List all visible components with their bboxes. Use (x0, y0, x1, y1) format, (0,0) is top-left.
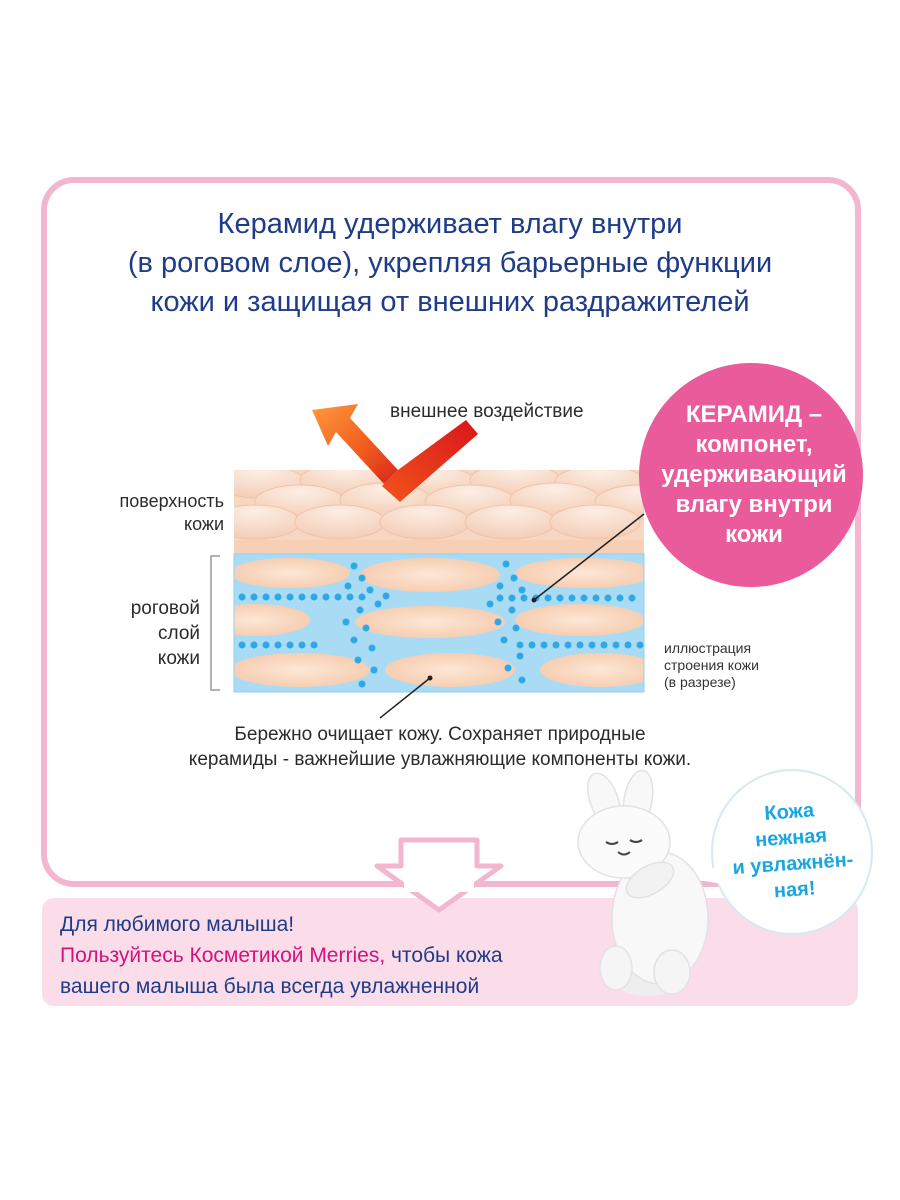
bunny-mascot (577, 769, 709, 996)
external-impact-label: внешнее воздействие (390, 401, 584, 422)
horny-layer-cells (234, 558, 644, 687)
bottom-line-1: Для любимого малыша! (60, 913, 295, 936)
ceramide-badge (639, 363, 863, 587)
illustration-note-line-3: (в разрезе) (664, 674, 736, 690)
caption: Бережно очищает кожу. Сохраняет природны… (130, 722, 750, 772)
speech-bubble (698, 769, 873, 935)
headline-line-1: Керамид удерживает влагу внутри (217, 208, 683, 240)
horny-layer-label-line-3: кожи (157, 648, 200, 669)
ceramide-badge-line-1: КЕРАМИД – (685, 401, 823, 428)
bottom-line-2-rest: чтобы кожа (385, 944, 503, 967)
headline: Керамид удерживает влагу внутри (в рогов… (60, 205, 840, 322)
skin-surface-label-line-2: кожи (184, 514, 224, 534)
ceramide-dots (238, 560, 644, 688)
illustration-note: иллюстрация строения кожи (в разрезе) (664, 640, 759, 691)
caption-line-1: Бережно очищает кожу. Сохраняет природны… (234, 724, 646, 745)
ceramide-badge-line-2: компонет, (695, 431, 813, 458)
ceramide-badge-line-5: кожи (725, 521, 783, 548)
bottom-message: Для любимого малыша! Пользуйтесь Космети… (60, 909, 620, 1002)
bottom-line-3: вашего малыша была всегда увлажненной (60, 975, 480, 998)
external-impact-arrow (312, 404, 478, 502)
skin-surface-label-line-1: поверхность (119, 491, 224, 511)
skin-cross-section (234, 470, 644, 692)
ceramide-badge-line-3: удерживающий (661, 461, 847, 488)
headline-line-3: кожи и защищая от внешних раздражителей (150, 286, 750, 318)
illustration-note-line-1: иллюстрация (664, 640, 752, 656)
caption-pointer-line (379, 677, 431, 719)
speech-bubble-text: Кожа нежная и увлажнён- ная! (699, 793, 886, 909)
headline-line-2: (в роговом слое), укрепляя барьерные фун… (127, 247, 773, 279)
illustration-note-line-2: строения кожи (664, 657, 759, 673)
horny-layer-label: роговой слой кожи (98, 596, 200, 671)
caption-line-2: керамиды - важнейшие увлажняющие компоне… (188, 749, 692, 770)
brand-highlight: Пользуйтесь Косметикой Merries, (60, 944, 386, 967)
down-arrow (374, 837, 504, 913)
skin-surface-scales (234, 470, 644, 554)
horny-layer-label-line-2: слой (158, 623, 200, 644)
ceramide-badge-text: КЕРАМИД – компонет, удерживающий влагу в… (634, 400, 874, 550)
ceramide-badge-line-4: влагу внутри (675, 491, 833, 518)
ceramide-pointer-line (533, 513, 645, 601)
horny-layer-label-line-1: роговой (130, 598, 200, 619)
bottom-line-2: Пользуйтесь Косметикой Merries, чтобы ко… (60, 940, 620, 971)
skin-surface-label: поверхность кожи (88, 490, 224, 536)
horny-layer-bracket (210, 555, 220, 691)
